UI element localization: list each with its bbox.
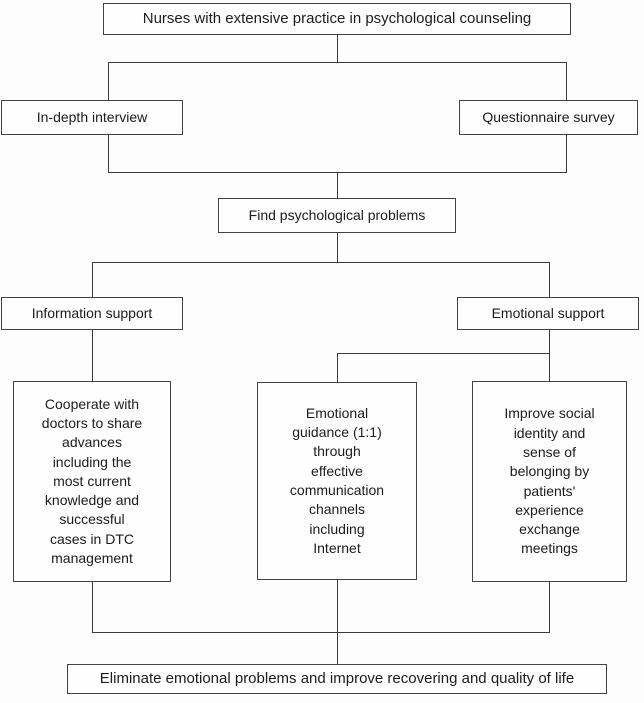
connector-line — [92, 262, 550, 263]
connector-line — [337, 580, 338, 664]
connector-line — [337, 353, 338, 382]
connector-line — [92, 330, 93, 381]
node-questionnaire-survey: Questionnaire survey — [459, 100, 638, 135]
node-social-identity: Improve social identity and sense of bel… — [472, 381, 627, 582]
connector-line — [337, 34, 338, 62]
connector-line — [337, 172, 338, 198]
connector-line — [337, 233, 338, 262]
node-emotional-support: Emotional support — [457, 297, 639, 330]
connector-line — [108, 62, 567, 63]
connector-line — [549, 582, 550, 632]
connector-line — [92, 632, 550, 633]
node-eliminate-problems: Eliminate emotional problems and improve… — [67, 664, 607, 694]
connector-line — [549, 262, 550, 297]
connector-line — [337, 353, 550, 354]
connector-line — [566, 62, 567, 100]
node-in-depth-interview: In-depth interview — [1, 100, 183, 135]
connector-line — [549, 330, 550, 353]
node-emotional-guidance: Emotional guidance (1:1) through effecti… — [257, 382, 417, 580]
connector-line — [108, 62, 109, 100]
node-find-problems: Find psychological problems — [218, 198, 456, 233]
connector-line — [92, 582, 93, 632]
connector-line — [549, 353, 550, 381]
node-cooperate-doctors: Cooperate with doctors to share advances… — [13, 381, 171, 582]
node-information-support: Information support — [1, 297, 183, 330]
connector-line — [108, 135, 109, 172]
connector-line — [566, 135, 567, 172]
connector-line — [92, 262, 93, 297]
node-nurses-practice: Nurses with extensive practice in psycho… — [103, 3, 571, 35]
